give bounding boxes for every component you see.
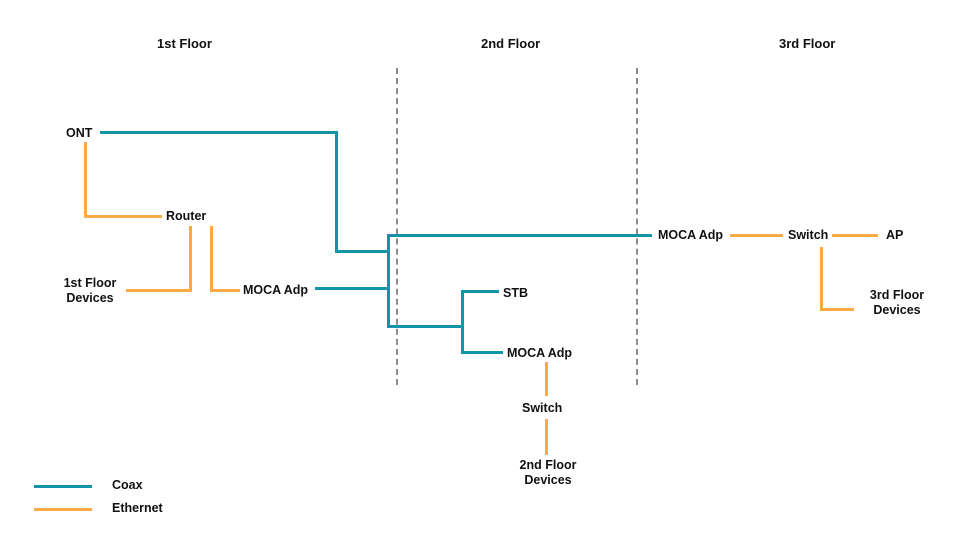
coax-ont-horizontal [100,131,338,134]
node-moca-adp-3: MOCA Adp [658,228,724,242]
floor3-header: 3rd Floor [779,36,836,51]
floor2-header: 2nd Floor [481,36,541,51]
eth-router-left-vertical [189,226,192,292]
eth-moca2-switch-vertical [545,362,548,396]
eth-moca3-switch-horizontal [730,234,783,237]
coax-trunk-to-3rd-floor [387,234,652,237]
eth-switch3-devices-vertical [820,247,823,311]
legend-ethernet-label: Ethernet [112,501,163,515]
floor-separator-2-3 [636,68,638,385]
eth-switch2-devices-vertical [545,419,548,455]
legend-coax-label: Coax [112,478,143,492]
node-floor3-devices: 3rd Floor Devices [869,288,925,317]
eth-router-moca1-horizontal [210,289,240,292]
node-floor1-devices: 1st Floor Devices [63,276,117,305]
coax-moca2-stub [461,351,503,354]
floor1-header: 1st Floor [157,36,212,51]
eth-ont-vertical [84,142,87,218]
node-ont: ONT [66,126,93,140]
legend-ethernet-swatch [34,508,92,511]
coax-ont-vertical [335,131,338,253]
node-switch-2: Switch [522,401,563,415]
eth-switch3-ap-horizontal [832,234,878,237]
node-switch-3: Switch [788,228,829,242]
node-floor2-devices: 2nd Floor Devices [519,458,577,487]
floor-separator-1-2 [396,68,398,385]
coax-bottom-horizontal [387,325,464,328]
coax-stb-stub [461,290,499,293]
node-router: Router [166,209,207,223]
coax-ont-junction-horizontal [335,250,390,253]
legend-coax-swatch [34,485,92,488]
eth-ont-router-horizontal [84,215,162,218]
node-moca-adp-2: MOCA Adp [507,346,573,360]
node-moca-adp-1: MOCA Adp [243,283,309,297]
node-stb: STB [503,286,528,300]
eth-switch3-devices-horizontal [820,308,854,311]
coax-trunk-vertical [387,234,390,328]
coax-moca1-horizontal [315,287,390,290]
node-ap: AP [886,228,904,242]
eth-router-right-vertical [210,226,213,292]
coax-stb-moca2-vertical [461,290,464,354]
eth-router-devices1-horizontal [126,289,192,292]
